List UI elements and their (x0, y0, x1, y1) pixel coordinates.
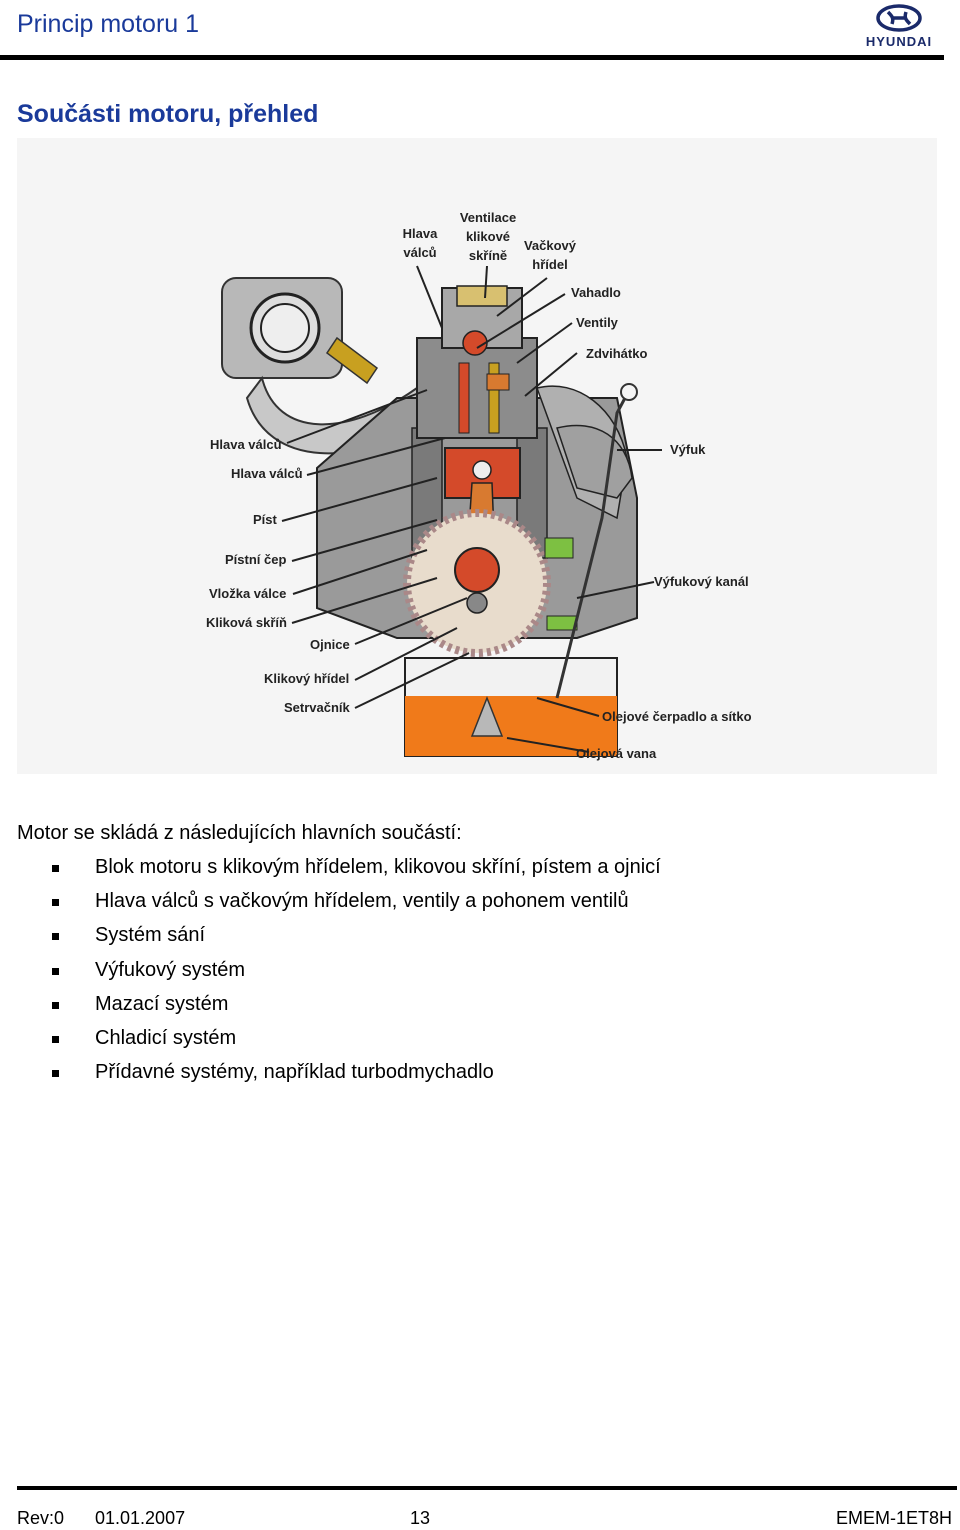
document-header-title: Princip motoru 1 (17, 10, 200, 38)
bullet-square-icon (52, 1001, 59, 1009)
intro-text: Motor se skládá z následujících hlavních… (17, 822, 462, 844)
footer-page-number: 13 (410, 1508, 431, 1528)
section-heading: Součásti motoru, přehled (17, 100, 319, 128)
cylinder-head-shape (416, 285, 538, 439)
list-item: Systém sání (0, 924, 960, 958)
footer-rule (17, 1486, 957, 1490)
label-setrvacnik: Setrvačník (284, 700, 350, 715)
label-olejove-cerpadlo: Olejové čerpadlo a sítko (602, 709, 752, 724)
label-hlava-valcu-2: Hlava válců (231, 466, 303, 481)
exhaust-components-shape (544, 383, 638, 699)
list-item-text: Mazací systém (95, 992, 229, 1015)
list-item: Výfukový systém (0, 959, 960, 993)
label-hlava-valcu-1: Hlava válců (210, 437, 282, 452)
bullet-square-icon (52, 1035, 59, 1043)
list-item-text: Systém sání (95, 924, 206, 947)
engine-cutaway-illustration (221, 265, 662, 757)
label-hlava-valcu-top: Hlava válců (402, 226, 438, 260)
bullet-square-icon (52, 899, 59, 907)
label-vyfuk: Výfuk (670, 442, 706, 457)
oil-pan-shape (404, 657, 618, 757)
list-item-text: Blok motoru s klikovým hřídelem, klikovo… (95, 856, 661, 878)
label-zdvihatko: Zdvihátko (586, 346, 648, 361)
list-item: Blok motoru s klikovým hřídelem, klikovo… (0, 856, 960, 890)
label-vlozka-valce: Vložka válce (209, 586, 287, 601)
label-vyfukovy-kanal: Výfukový kanál (654, 574, 749, 589)
label-vackovy-hridel: Vačkový hřídel (523, 238, 577, 272)
label-pist: Píst (253, 512, 277, 527)
label-klikova-skrin: Kliková skříň (206, 615, 287, 630)
label-vahadlo: Vahadlo (571, 285, 621, 300)
list-item-text: Přídavné systémy, například turbodmychad… (95, 1061, 494, 1084)
hyundai-logo-icon: HYUNDAI (862, 4, 936, 50)
label-olejova-vana: Olejová vana (576, 746, 657, 761)
list-item-text: Chladicí systém (95, 1026, 237, 1049)
bullet-square-icon (52, 967, 59, 975)
bullet-square-icon (52, 1070, 59, 1078)
label-klikovy-hridel: Klikový hřídel (264, 671, 350, 686)
list-item-text: Výfukový systém (95, 958, 246, 981)
engine-diagram: Hlava válců Ventilace klikové skříně Vač… (17, 138, 937, 774)
bullet-square-icon (52, 865, 59, 872)
label-ventilace: Ventilace klikové skříně (459, 210, 517, 263)
flywheel-gear-shape (403, 509, 551, 657)
bullet-square-icon (52, 933, 59, 941)
footer-rev: Rev:0 (17, 1508, 65, 1528)
label-pistni-cep: Pístní čep (225, 552, 287, 567)
list-item: Mazací systém (0, 993, 960, 1027)
list-item: Chladicí systém (0, 1027, 960, 1061)
label-ventily: Ventily (576, 315, 618, 330)
footer-document-code: EMEM-1ET8H (836, 1508, 953, 1528)
label-ojnice: Ojnice (310, 637, 350, 652)
leader-lines (281, 265, 662, 753)
list-item: Hlava válců s vačkovým hřídelem, ventily… (0, 890, 960, 924)
list-item-text: Hlava válců s vačkovým hřídelem, ventily… (95, 890, 629, 913)
header-rule (0, 55, 944, 60)
svg-text:HYUNDAI: HYUNDAI (866, 34, 932, 49)
list-item: Přídavné systémy, například turbodmychad… (0, 1061, 960, 1095)
footer-date: 01.01.2007 (95, 1508, 186, 1528)
component-list: Blok motoru s klikovým hřídelem, klikovo… (0, 856, 960, 1095)
